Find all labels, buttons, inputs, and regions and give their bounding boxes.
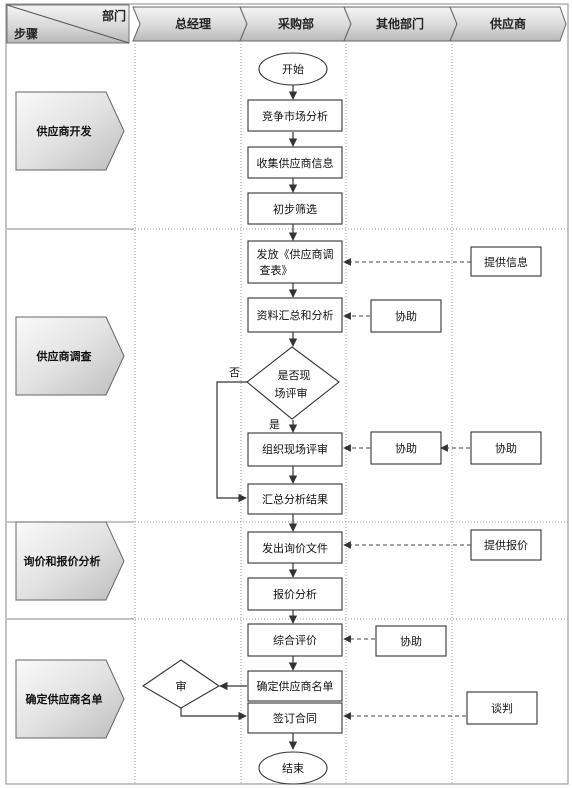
node-provide-quote[interactable]: 提供报价 <box>470 529 542 561</box>
node-issue-inquiry-label: 发出询价文件 <box>262 541 328 555</box>
flow-connectors <box>180 85 298 750</box>
node-summarize-result-label: 汇总分析结果 <box>262 492 328 506</box>
node-approve[interactable]: 审 <box>141 659 221 709</box>
decision-yes-label: 是 <box>269 418 280 431</box>
node-confirm-list[interactable]: 确定供应商名单 <box>247 670 343 702</box>
node-assist-2[interactable]: 协助 <box>370 431 442 465</box>
node-issue-form-line2: 查表》 <box>260 263 293 277</box>
node-market-analysis[interactable]: 竞争市场分析 <box>247 99 343 132</box>
node-issue-form[interactable]: 发放《供应商调 查表》 <box>247 240 343 284</box>
node-provide-info[interactable]: 提供信息 <box>470 246 542 277</box>
node-summarize[interactable]: 资料汇总和分析 <box>247 297 343 333</box>
node-collect-info[interactable]: 收集供应商信息 <box>247 146 343 179</box>
node-market-analysis-label: 竞争市场分析 <box>262 109 328 123</box>
node-assist-3-label: 协助 <box>495 441 517 455</box>
node-approve-label: 审 <box>176 679 187 693</box>
node-assist-2-label: 协助 <box>395 441 417 455</box>
node-quote-analysis[interactable]: 报价分析 <box>247 577 343 611</box>
node-sign-contract[interactable]: 签订合同 <box>247 702 343 734</box>
header-corner-step: 步骤 <box>14 26 38 41</box>
node-start-label: 开始 <box>282 62 304 76</box>
header-corner-dept: 部门 <box>102 8 126 23</box>
step-supplier-survey: 供应商调查 <box>36 349 92 363</box>
step-chevrons: 供应商开发 供应商调查 询价和报价分析 确定供应商名单 <box>15 91 125 739</box>
node-quote-analysis-label: 报价分析 <box>273 587 317 601</box>
node-comprehensive-eval[interactable]: 综合评价 <box>247 623 343 657</box>
node-assist-4-label: 协助 <box>400 634 422 648</box>
dept-supplier: 供应商 <box>489 16 526 31</box>
node-organize-review-label: 组织现场评审 <box>262 442 328 456</box>
node-comprehensive-eval-label: 综合评价 <box>273 633 317 647</box>
node-summarize-label: 资料汇总和分析 <box>257 308 334 322</box>
node-decision-line2: 场评审 <box>275 386 308 400</box>
node-negotiate[interactable]: 谈判 <box>466 691 538 725</box>
node-organize-review[interactable]: 组织现场评审 <box>247 432 343 467</box>
node-assist-3[interactable]: 协助 <box>470 431 542 465</box>
node-initial-screen[interactable]: 初步筛选 <box>247 192 343 225</box>
node-provide-info-label: 提供信息 <box>484 255 528 269</box>
dashed-connectors <box>343 258 471 720</box>
node-confirm-list-label: 确定供应商名单 <box>257 679 334 693</box>
node-end[interactable]: 结束 <box>258 751 328 785</box>
swimlane-grid <box>134 44 568 784</box>
header-corner: 部门 步骤 <box>6 4 130 44</box>
step-inquiry-quote-analysis: 询价和报价分析 <box>24 554 101 568</box>
dept-purchasing: 采购部 <box>277 16 314 31</box>
flow-nodes: 开始 竞争市场分析 收集供应商信息 初步筛选 发放《供应商调 查表》 提供信息 … <box>141 52 542 785</box>
department-header: 总经理 采购部 其他部门 供应商 <box>132 6 567 42</box>
dept-other: 其他部门 <box>376 16 424 31</box>
node-initial-screen-label: 初步筛选 <box>273 202 317 216</box>
node-provide-quote-label: 提供报价 <box>484 538 528 552</box>
node-assist-4[interactable]: 协助 <box>375 625 447 657</box>
node-assist-1[interactable]: 协助 <box>370 299 442 333</box>
node-end-label: 结束 <box>282 762 304 775</box>
node-decision-review[interactable]: 是否现 场评审 <box>246 346 340 420</box>
node-sign-contract-label: 签订合同 <box>273 711 317 725</box>
node-decision-line1: 是否现 <box>278 369 311 382</box>
step-supplier-development: 供应商开发 <box>36 124 93 138</box>
node-summarize-result[interactable]: 汇总分析结果 <box>247 483 343 515</box>
decision-no-label: 否 <box>229 366 240 379</box>
dept-gm: 总经理 <box>175 16 211 31</box>
node-issue-form-line1: 发放《供应商调 <box>257 247 334 261</box>
node-issue-inquiry[interactable]: 发出询价文件 <box>247 531 343 564</box>
node-negotiate-label: 谈判 <box>491 702 513 715</box>
node-assist-1-label: 协助 <box>395 309 417 323</box>
step-confirm-supplier-list: 确定供应商名单 <box>26 692 103 706</box>
node-start[interactable]: 开始 <box>258 52 328 86</box>
node-collect-info-label: 收集供应商信息 <box>257 156 334 170</box>
